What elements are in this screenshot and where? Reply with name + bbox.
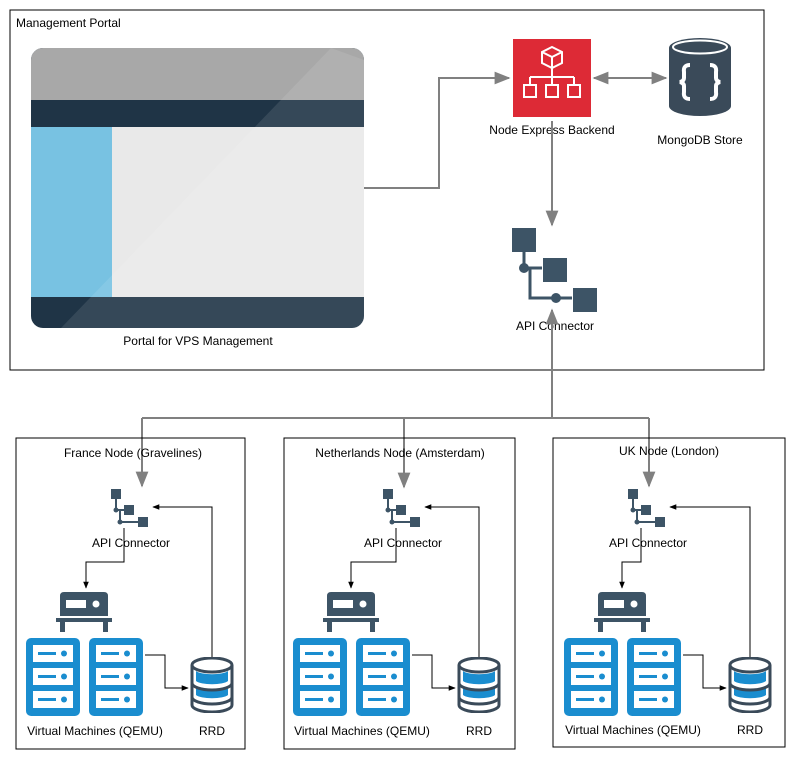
edge-vm-to-rrd — [683, 654, 727, 691]
hypervisor-icon — [56, 592, 112, 632]
api-connector-icon — [512, 228, 597, 312]
node-rrd-label: RRD — [737, 723, 763, 737]
node-rrd-label: RRD — [466, 724, 492, 738]
edge-connector-to-host — [619, 528, 642, 589]
node-title: France Node (Gravelines) — [64, 446, 202, 460]
portal-edges — [135, 71, 668, 489]
vm-server-icon — [564, 638, 618, 716]
node-frame — [283, 437, 516, 750]
vm-server-icon — [293, 638, 347, 716]
node-title: UK Node (London) — [619, 444, 719, 458]
node-title: Netherlands Node (Amsterdam) — [315, 446, 484, 460]
hypervisor-icon — [323, 592, 379, 632]
edge-vm-to-rrd — [412, 654, 456, 691]
vm-server-icon — [627, 638, 681, 716]
management-portal-title: Management Portal — [16, 16, 121, 30]
edge-portal-to-backend — [364, 71, 511, 189]
edge-connector-to-host — [348, 528, 397, 589]
api-connector-label: API Connector — [516, 319, 594, 333]
node-connector-label: API Connector — [609, 536, 687, 550]
node-frame — [552, 437, 786, 748]
rrd-database-icon — [190, 657, 234, 713]
node-uk: UK Node (London) API Connector Virtual M… — [552, 437, 786, 748]
backend-icon — [513, 39, 591, 117]
node-netherlands: Netherlands Node (Amsterdam) API Connect… — [283, 437, 516, 750]
node-api-connector-icon — [627, 488, 666, 528]
edge-vm-to-rrd — [145, 654, 189, 691]
edge-connector-to-host — [83, 528, 125, 589]
vm-server-icon — [89, 638, 143, 716]
node-api-connector-icon — [110, 488, 149, 528]
node-connector-label: API Connector — [92, 536, 170, 550]
edge-rrd-to-connector — [152, 504, 213, 657]
node-rrd-label: RRD — [199, 724, 225, 738]
vm-server-icon — [356, 638, 410, 716]
node-api-connector-icon — [382, 488, 421, 528]
edge-rrd-to-connector — [669, 504, 751, 657]
node-france: France Node (Gravelines) API Connector V… — [15, 437, 246, 750]
portal-screen-icon — [31, 48, 364, 328]
node-vm-label: Virtual Machines (QEMU) — [294, 724, 430, 738]
rrd-database-icon — [728, 657, 772, 713]
edge-rrd-to-connector — [424, 504, 480, 657]
mongodb-icon — [669, 38, 731, 116]
vm-server-icon — [26, 638, 80, 716]
hypervisor-icon — [594, 592, 650, 632]
node-vm-label: Virtual Machines (QEMU) — [565, 723, 701, 737]
rrd-database-icon — [457, 657, 501, 713]
node-vm-label: Virtual Machines (QEMU) — [27, 724, 163, 738]
mongodb-label: MongoDB Store — [657, 133, 743, 147]
node-connector-label: API Connector — [364, 536, 442, 550]
portal-screen-label: Portal for VPS Management — [123, 334, 273, 348]
node-frame — [15, 437, 246, 750]
